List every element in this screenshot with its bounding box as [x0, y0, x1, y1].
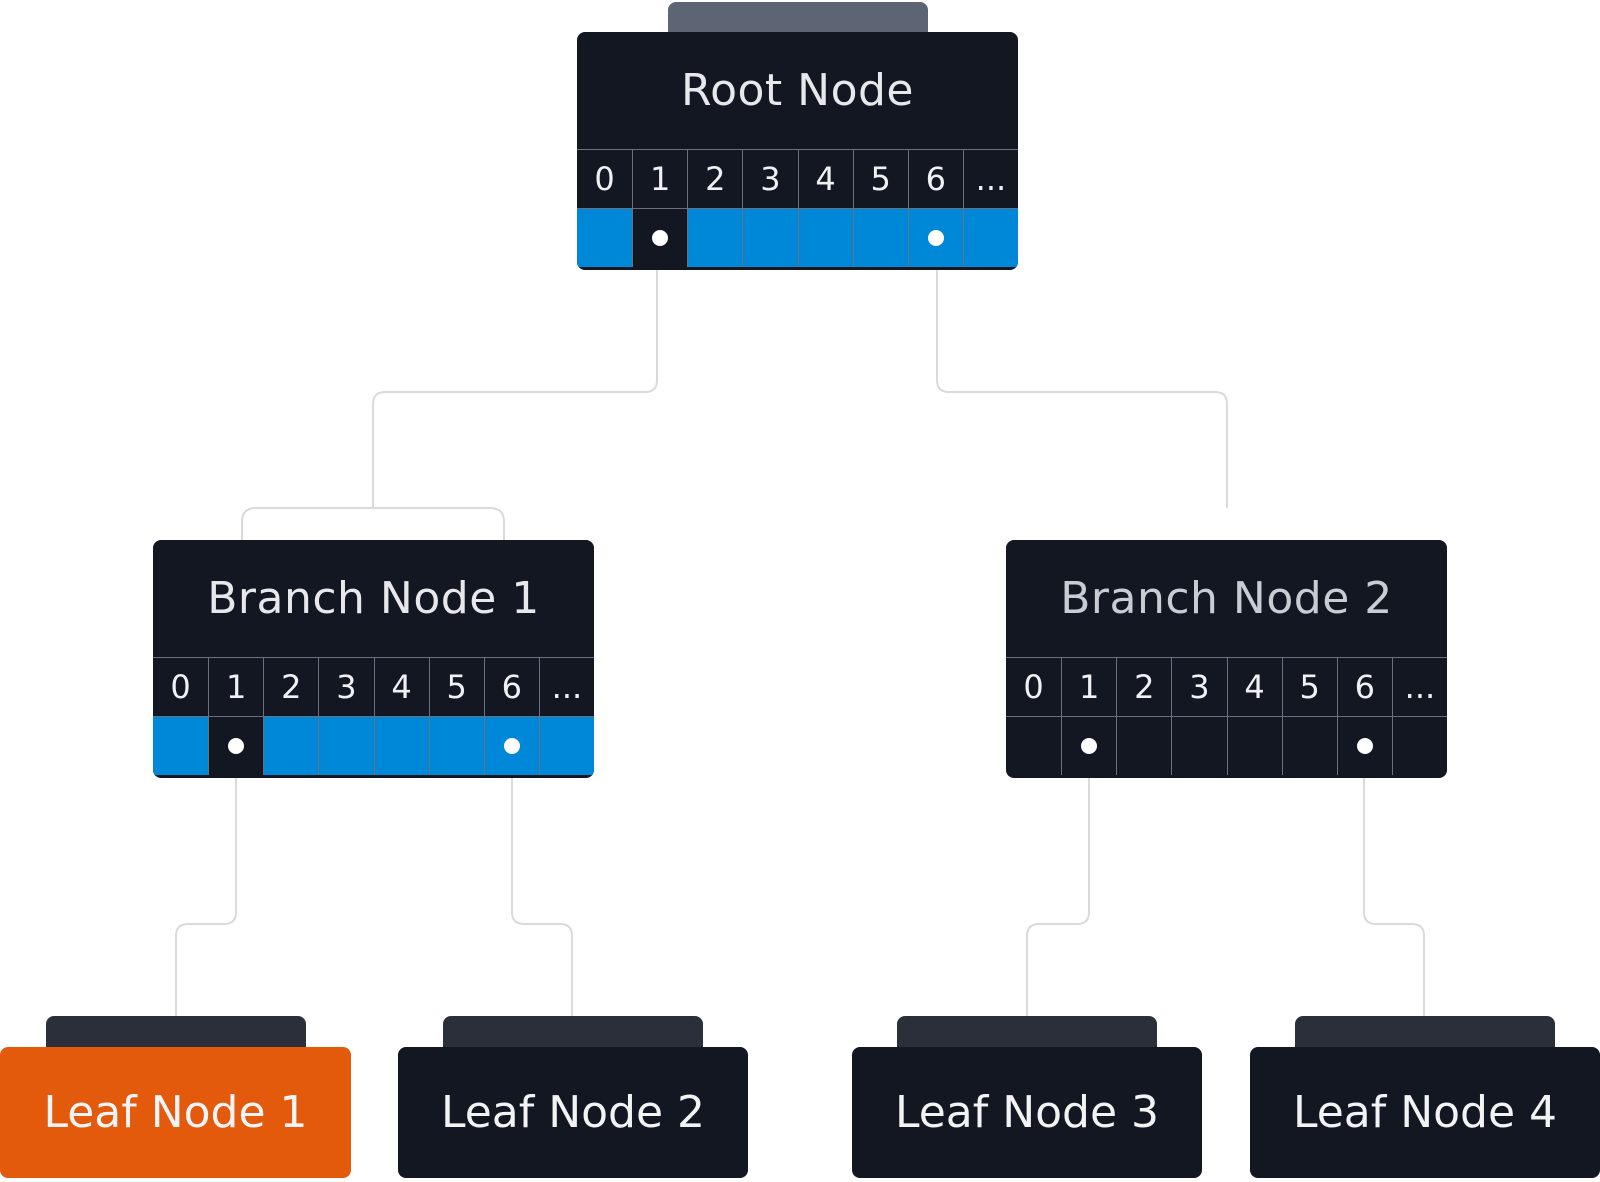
slot-index: 5	[1281, 657, 1337, 716]
branch-node-2-title: Branch Node 2	[1060, 573, 1393, 624]
leaf-node-4: Leaf Node 4	[1250, 1047, 1600, 1178]
branch-node-1-pointer-row	[153, 716, 594, 775]
pointer-slot	[1226, 716, 1282, 775]
branch-node-1: Branch Node 1 0 1 2 3 4 5 6 ...	[153, 540, 594, 778]
leaf-node-1: Leaf Node 1	[0, 1047, 351, 1178]
slot-index: 0	[153, 657, 209, 716]
pointer-dot	[503, 738, 520, 754]
pointer-slot	[153, 716, 209, 775]
slot-index: 2	[687, 149, 743, 208]
root-node: Root Node 0 1 2 3 4 5 6 ...	[577, 32, 1018, 270]
slot-index: 0	[577, 149, 633, 208]
pointer-slot-active	[907, 208, 963, 267]
root-node-tab	[668, 2, 928, 34]
slot-index: 0	[1006, 657, 1062, 716]
leaf-node-2-tab	[443, 1016, 703, 1048]
branch-node-2-index-row: 0 1 2 3 4 5 6 ...	[1006, 657, 1447, 716]
leaf-node-1-tab	[46, 1016, 306, 1048]
pointer-slot	[852, 208, 908, 267]
slot-index: 6	[1336, 657, 1392, 716]
slot-index: 6	[907, 149, 963, 208]
pointer-dot	[652, 230, 669, 246]
slot-index: 4	[1226, 657, 1282, 716]
connector-root-to-branch-2	[936, 240, 1228, 508]
branch-node-1-index-row: 0 1 2 3 4 5 6 ...	[153, 657, 594, 716]
pointer-slot	[1391, 716, 1447, 775]
slot-index: 5	[852, 149, 908, 208]
pointer-slot	[538, 716, 594, 775]
slot-index: 1	[208, 657, 264, 716]
pointer-slot-active	[1061, 716, 1117, 775]
connector-branch-1-tab	[241, 507, 505, 540]
pointer-slot	[742, 208, 798, 267]
connector-root-to-branch-1	[372, 240, 658, 508]
slot-index: 4	[373, 657, 429, 716]
root-node-pointer-row	[577, 208, 1018, 267]
connector-branch-1-to-leaf-1	[175, 748, 237, 1016]
pointer-slot	[1006, 716, 1062, 775]
pointer-slot	[687, 208, 743, 267]
branch-node-1-title: Branch Node 1	[207, 573, 540, 624]
pointer-slot-active	[208, 716, 264, 775]
slot-index: ...	[962, 149, 1018, 208]
pointer-slot	[797, 208, 853, 267]
pointer-slot	[428, 716, 484, 775]
pointer-slot-active	[632, 208, 688, 267]
pointer-slot-active	[483, 716, 539, 775]
pointer-slot	[1116, 716, 1172, 775]
branch-node-2-pointer-row	[1006, 716, 1447, 775]
slot-index: 2	[263, 657, 319, 716]
slot-index: 3	[1171, 657, 1227, 716]
slot-index: ...	[1391, 657, 1447, 716]
pointer-slot	[318, 716, 374, 775]
leaf-node-3: Leaf Node 3	[852, 1047, 1202, 1178]
branch-node-2: Branch Node 2 0 1 2 3 4 5 6 ...	[1006, 540, 1447, 778]
slot-index: 4	[797, 149, 853, 208]
slot-index: 3	[318, 657, 374, 716]
root-node-title: Root Node	[680, 65, 914, 116]
connector-branch-2-to-leaf-3	[1026, 748, 1090, 1016]
pointer-slot	[577, 208, 633, 267]
pointer-dot	[228, 738, 245, 754]
connector-branch-1-to-leaf-2	[511, 748, 573, 1016]
pointer-slot-active	[1336, 716, 1392, 775]
pointer-dot	[1356, 738, 1373, 754]
slot-index: 1	[1061, 657, 1117, 716]
slot-index: 2	[1116, 657, 1172, 716]
pointer-slot	[373, 716, 429, 775]
pointer-slot	[1281, 716, 1337, 775]
leaf-node-2: Leaf Node 2	[398, 1047, 748, 1178]
pointer-dot	[927, 230, 944, 246]
slot-index: 1	[632, 149, 688, 208]
pointer-slot	[1171, 716, 1227, 775]
pointer-slot	[263, 716, 319, 775]
pointer-slot	[962, 208, 1018, 267]
slot-index: 6	[483, 657, 539, 716]
pointer-dot	[1081, 738, 1098, 754]
slot-index: 3	[742, 149, 798, 208]
slot-index: 5	[428, 657, 484, 716]
slot-index: ...	[538, 657, 594, 716]
connector-branch-2-to-leaf-4	[1363, 748, 1425, 1016]
root-node-index-row: 0 1 2 3 4 5 6 ...	[577, 149, 1018, 208]
leaf-node-4-tab	[1295, 1016, 1555, 1048]
leaf-node-3-tab	[897, 1016, 1157, 1048]
